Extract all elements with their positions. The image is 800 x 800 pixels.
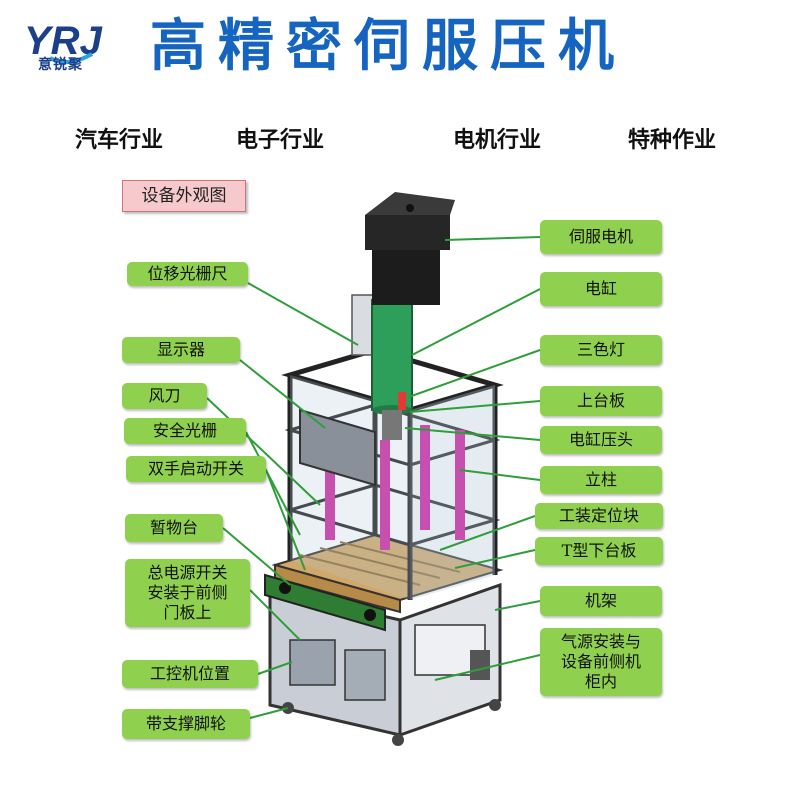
machine-pillars <box>325 425 465 550</box>
diagram-title: 设备外观图 <box>122 180 246 212</box>
machine-cabinet <box>268 582 502 746</box>
leader-lines <box>206 236 541 719</box>
label-displacement-scale: 位移光栅尺 <box>127 262 248 286</box>
label-pillar: 立柱 <box>540 466 662 494</box>
label-display: 显示器 <box>122 337 240 363</box>
industry-motor: 电机行业 <box>453 128 542 153</box>
machine-table <box>264 533 504 632</box>
label-air-knife: 风刀 <box>122 383 207 409</box>
label-caster-wheels: 带支撑脚轮 <box>122 709 250 739</box>
label-tower-light: 三色灯 <box>540 335 662 365</box>
tower-light <box>398 392 406 410</box>
label-upper-plate: 上台板 <box>540 386 662 416</box>
industry-special: 特种作业 <box>628 128 717 153</box>
label-servo-motor: 伺服电机 <box>540 220 662 254</box>
label-safety-light-curtain: 安全光栅 <box>124 418 246 444</box>
label-ipc-location: 工控机位置 <box>122 660 258 688</box>
label-air-supply: 气源安装与 设备前侧机 柜内 <box>540 628 662 696</box>
label-main-power-switch: 总电源开关 安装于前侧 门板上 <box>125 559 250 627</box>
label-cylinder-head: 电缸压头 <box>540 426 662 454</box>
industry-electronics: 电子行业 <box>236 128 325 153</box>
machine-servo <box>351 192 455 440</box>
page-title: 高精密伺服压机 <box>150 14 626 79</box>
brand-name: 意锐聚 <box>38 57 83 73</box>
label-electric-cylinder: 电缸 <box>540 272 662 306</box>
label-fixture-locator: 工装定位块 <box>535 503 663 529</box>
industry-automotive: 汽车行业 <box>75 128 164 153</box>
label-staging-table: 暂物台 <box>125 514 223 542</box>
machine-display <box>299 408 376 487</box>
label-two-hand-start: 双手启动开关 <box>126 456 266 482</box>
label-t-slot-plate: T型下台板 <box>535 537 663 565</box>
brand-logo: YRJ <box>24 19 103 65</box>
label-machine-frame: 机架 <box>540 586 662 616</box>
